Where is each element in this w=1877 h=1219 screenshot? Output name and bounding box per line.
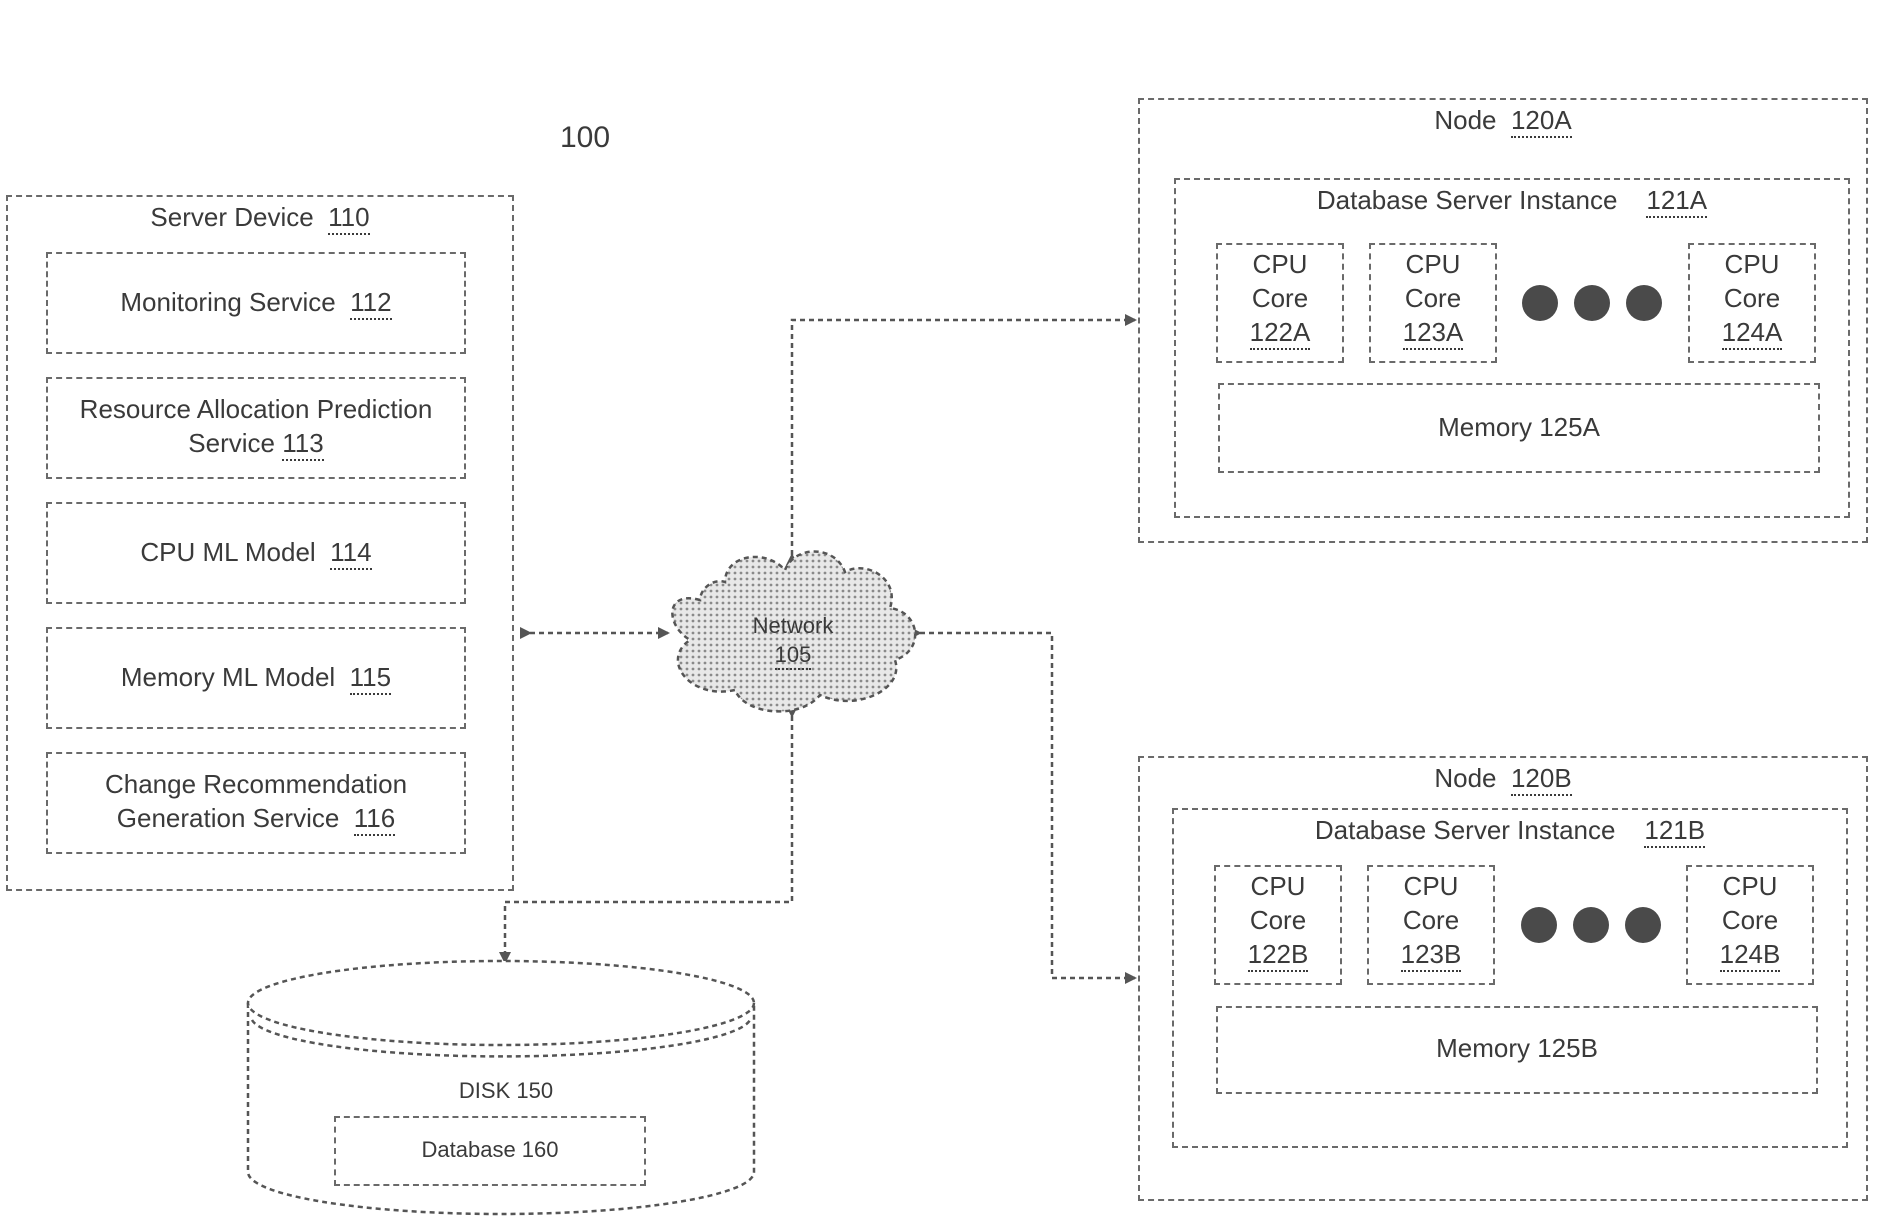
ellipsis-dot-icon: [1625, 907, 1661, 943]
network-label: Network 105: [740, 612, 846, 669]
memory-125b-box: Memory 125B: [1216, 1006, 1818, 1094]
resource-allocation-prediction-service-box: Resource Allocation Prediction Service 1…: [46, 377, 466, 479]
link-network-node-a: [792, 320, 1135, 555]
server-device-title: Server Device 110: [8, 201, 512, 235]
ellipsis-dot-icon: [1574, 285, 1610, 321]
node-b-title: Node 120B: [1140, 762, 1866, 796]
database-box: Database 160: [334, 1116, 646, 1186]
cpu-core-124a: CPU Core 124A: [1688, 243, 1816, 363]
ellipsis-dot-icon: [1521, 907, 1557, 943]
monitoring-service-box: Monitoring Service 112: [46, 252, 466, 354]
database-server-instance-a-title: Database Server Instance 121A: [1176, 184, 1848, 218]
cpu-core-124b: CPU Core 124B: [1686, 865, 1814, 985]
figure-number: 100: [560, 118, 610, 157]
change-recommendation-generation-service-box: Change Recommendation Generation Service…: [46, 752, 466, 854]
cpu-ml-model-box: CPU ML Model 114: [46, 502, 466, 604]
link-network-disk: [505, 716, 792, 962]
cpu-core-123a: CPU Core 123A: [1369, 243, 1497, 363]
ellipsis-dot-icon: [1522, 285, 1558, 321]
memory-125a-box: Memory 125A: [1218, 383, 1820, 473]
cpu-core-122b: CPU Core 122B: [1214, 865, 1342, 985]
node-a-title: Node 120A: [1140, 104, 1866, 138]
ellipsis-dot-icon: [1626, 285, 1662, 321]
database-server-instance-b-title: Database Server Instance 121B: [1174, 814, 1846, 848]
ellipsis-dot-icon: [1573, 907, 1609, 943]
cpu-core-122a: CPU Core 122A: [1216, 243, 1344, 363]
memory-ml-model-box: Memory ML Model 115: [46, 627, 466, 729]
link-network-node-b: [920, 633, 1135, 978]
cpu-core-123b: CPU Core 123B: [1367, 865, 1495, 985]
disk-label: DISK 150: [421, 1077, 591, 1106]
